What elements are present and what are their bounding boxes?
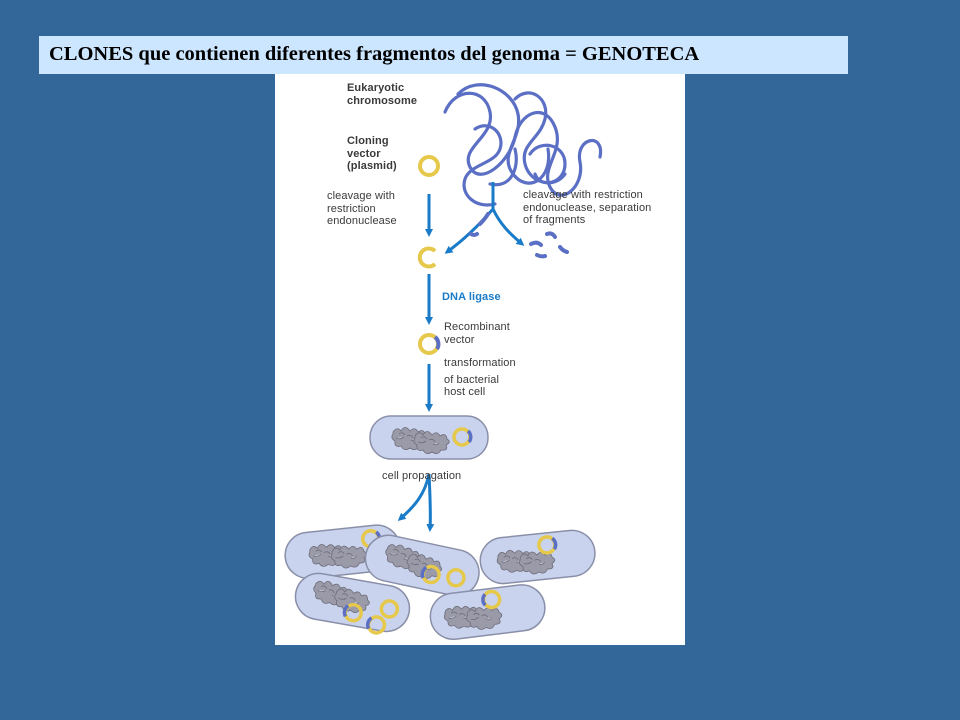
transformation-label: transformation of bacterial host cell [444, 357, 516, 398]
dna-fragments-icon [469, 212, 569, 259]
recombinant-vector-label: Recombinant vector [444, 321, 510, 346]
propagated-cells [284, 524, 596, 641]
cell [294, 572, 411, 635]
cloning-vector-label: Cloning vector (plasmid) [347, 135, 397, 172]
process-arrows [397, 182, 525, 532]
cleavage-vector-label: cleavage with restriction endonuclease [327, 190, 397, 227]
cloning-diagram-svg [284, 83, 603, 641]
cloning-figure: Eukaryotic chromosome Cloning vector (pl… [275, 74, 685, 645]
dna-ligase-label: DNA ligase [442, 291, 501, 303]
cell [364, 534, 480, 597]
recombinant-vector-icon [418, 333, 441, 355]
cell [429, 584, 546, 641]
title-box: CLONES que contienen diferentes fragment… [39, 36, 848, 74]
cleavage-chromosome-label: cleavage with restriction endonuclease, … [523, 189, 652, 226]
slide-title: CLONES que contienen diferentes fragment… [49, 43, 700, 65]
cell [479, 529, 596, 585]
cell-propagation-label: cell propagation [382, 470, 462, 482]
cut-plasmid-icon [417, 246, 437, 269]
eukaryotic-chromosome-label: Eukaryotic chromosome [347, 82, 418, 107]
plasmid-icon [418, 155, 440, 177]
eukaryotic-chromosome-icon [443, 83, 603, 207]
host-cell-icon [369, 415, 489, 460]
